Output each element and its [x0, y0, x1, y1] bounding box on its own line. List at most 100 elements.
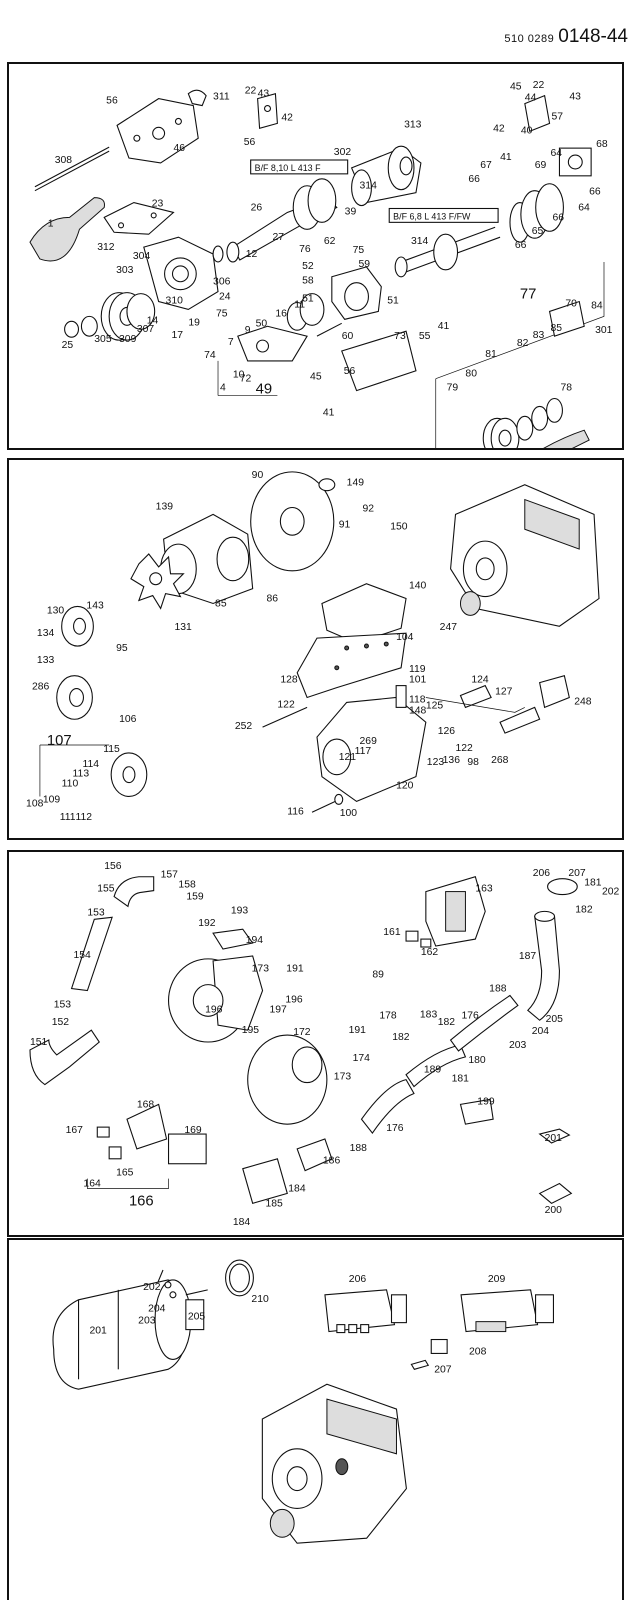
- callout: 51: [302, 294, 314, 305]
- callout: 205: [188, 1312, 206, 1323]
- callout: 148: [409, 705, 427, 716]
- callout: 196: [205, 1004, 223, 1015]
- callout: 302: [334, 147, 352, 158]
- callout: 176: [386, 1123, 404, 1134]
- cover-plate-drawing: [341, 330, 417, 392]
- callout: 106: [119, 714, 137, 725]
- callout: 164: [83, 1179, 101, 1190]
- exploded-view-air-ducting: 156 157 158 159 155 153 154 192 193 194 …: [29, 861, 620, 1228]
- callout: 56: [344, 366, 356, 377]
- regulator-alt-drawing: [460, 1289, 539, 1333]
- exploded-view-alternator: 90 149 92 91 150 139 85 86 131 143 130 1…: [26, 470, 600, 823]
- callout: 73: [394, 331, 406, 342]
- callout: 42: [281, 112, 293, 123]
- part-drawings: [52, 1259, 554, 1544]
- callout: 86: [267, 594, 279, 605]
- callout: 199: [477, 1096, 495, 1107]
- corrugated-hose-drawing: [360, 1078, 415, 1134]
- callout: 304: [133, 251, 151, 262]
- callout: 169: [184, 1125, 202, 1136]
- callout: 108: [26, 798, 44, 809]
- callout: 64: [551, 148, 563, 159]
- callout: 182: [392, 1032, 410, 1043]
- document-number-prefix: 510 0289: [504, 33, 555, 45]
- part-drawings: [39, 471, 600, 813]
- callout: 75: [353, 245, 365, 256]
- callout: 44: [525, 93, 537, 104]
- exploded-view-starter: 202 204 203 205 210 201 206 209 208 207: [52, 1259, 554, 1544]
- callout: 310: [166, 296, 184, 307]
- callout: 140: [409, 581, 427, 592]
- callout: 66: [589, 187, 601, 198]
- callout: 45: [310, 372, 322, 383]
- callout: 195: [242, 1025, 260, 1036]
- callout: 4: [220, 383, 226, 394]
- callout: 139: [156, 501, 174, 512]
- callout: 10: [233, 370, 245, 381]
- callout: 308: [55, 155, 73, 166]
- callout: 133: [37, 655, 55, 666]
- callout: 14: [147, 315, 159, 326]
- elbow-drawing: [113, 876, 155, 908]
- callout: 60: [342, 331, 354, 342]
- callout: 82: [517, 338, 529, 349]
- callout: 112: [76, 812, 93, 823]
- callout: 81: [485, 349, 497, 360]
- callout: 208: [469, 1346, 487, 1357]
- callout: 252: [235, 721, 253, 732]
- callout: 152: [52, 1017, 70, 1028]
- callout: 180: [468, 1055, 486, 1066]
- callout: 204: [148, 1304, 166, 1315]
- group-label: 77: [520, 287, 537, 303]
- callout: 203: [509, 1040, 527, 1051]
- callout: 162: [421, 947, 439, 958]
- variant-label: B/F 6,8 L 413 F/FW: [393, 211, 471, 221]
- callout: 111: [60, 812, 76, 823]
- callout: 176: [461, 1010, 479, 1021]
- callout: 23: [152, 199, 164, 210]
- callout: 122: [277, 699, 295, 710]
- callout: 286: [32, 682, 50, 693]
- group-label: 49: [256, 382, 273, 398]
- callout: 50: [256, 318, 268, 329]
- callout: 89: [372, 970, 384, 981]
- callout: 19: [188, 317, 200, 328]
- callout: 187: [519, 951, 537, 962]
- callout: 204: [532, 1026, 550, 1037]
- callout-group: 166: [129, 1193, 154, 1209]
- callout: 178: [379, 1010, 397, 1021]
- callout: 57: [552, 111, 564, 122]
- callout: 16: [275, 308, 287, 319]
- callout: 150: [390, 521, 408, 532]
- callout: 56: [106, 96, 118, 107]
- callout: 78: [560, 383, 572, 394]
- callout: 46: [173, 143, 185, 154]
- callout-group: 107: [47, 733, 72, 749]
- panel-air-ducting: 156 157 158 159 155 153 154 192 193 194 …: [7, 850, 624, 1237]
- pipe-drawing: [526, 915, 560, 1021]
- callout: 42: [493, 123, 505, 134]
- callout: 65: [532, 226, 544, 237]
- flange-drawing: [237, 325, 308, 362]
- callout: 118: [409, 694, 426, 705]
- callout: 43: [569, 92, 581, 103]
- exploded-view-camshaft-drive: 56 311 22 43 42 46 56 308 1 23 312 26 27…: [29, 80, 613, 448]
- callout: 143: [86, 600, 104, 611]
- callout: 83: [533, 330, 545, 341]
- callout: 153: [87, 907, 105, 918]
- callout: 207: [568, 868, 586, 879]
- callout: 51: [387, 296, 399, 307]
- callout: 312: [97, 242, 115, 253]
- callout: 196: [285, 994, 303, 1005]
- callout: 182: [575, 904, 593, 915]
- callout: 248: [574, 696, 592, 707]
- callout: 85: [551, 323, 563, 334]
- sleeve-drawing: [538, 675, 570, 709]
- callout: 117: [355, 746, 372, 757]
- callout: 202: [143, 1282, 161, 1293]
- callout: 76: [299, 244, 311, 255]
- callout: 43: [258, 89, 270, 100]
- callout: 181: [452, 1074, 470, 1085]
- callout: 173: [252, 964, 270, 975]
- callout: 110: [62, 779, 79, 790]
